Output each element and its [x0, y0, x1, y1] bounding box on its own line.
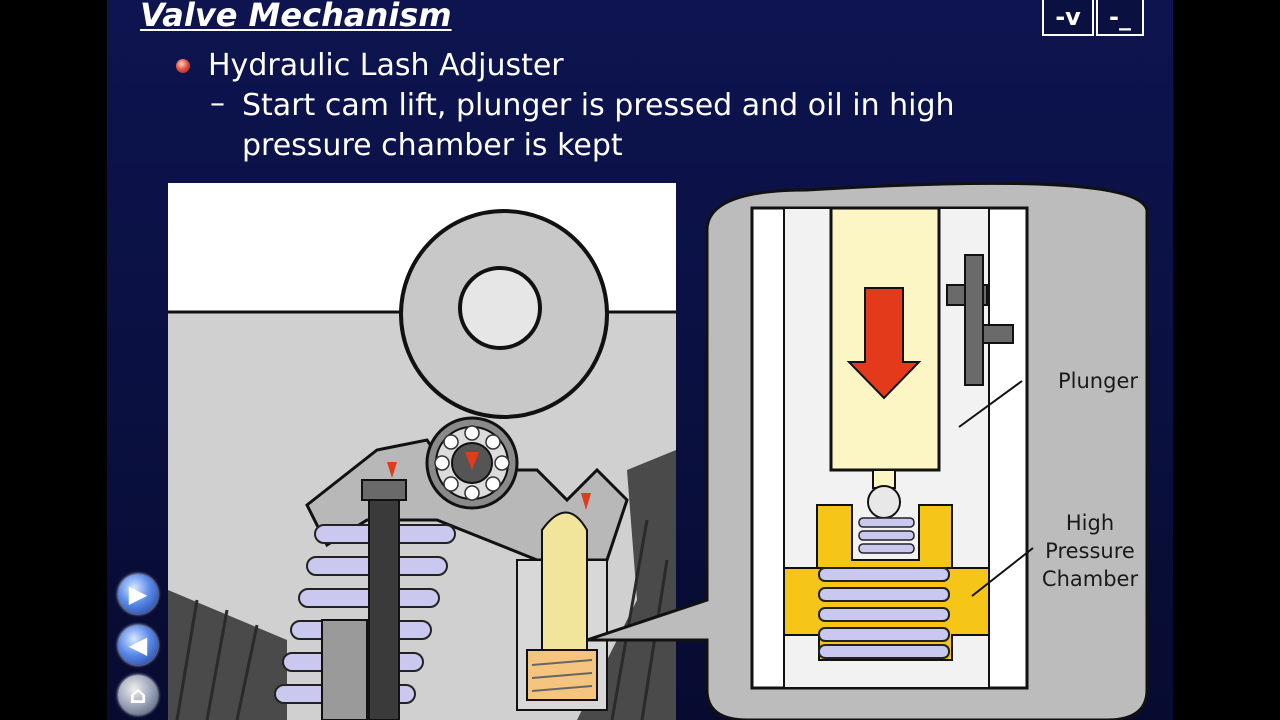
cam-lobe — [399, 209, 609, 419]
sub-bullet-text: Start cam lift, plunger is pressed and o… — [242, 88, 955, 163]
previous-slide-button[interactable]: ◀ — [118, 625, 158, 665]
lash-adjuster-zoom — [750, 206, 1034, 690]
bullet-icon — [176, 59, 190, 73]
lash-adjuster-small — [516, 493, 608, 711]
home-button[interactable]: ⌂ — [118, 675, 158, 715]
home-icon: ⌂ — [129, 681, 147, 709]
valve-spring — [274, 462, 456, 720]
sub-bullet-dash: – — [210, 86, 225, 121]
minimize-v-button[interactable]: -v — [1042, 0, 1094, 36]
bullet-text: Hydraulic Lash Adjuster — [208, 48, 564, 83]
minimize-line-button[interactable]: -_ — [1096, 0, 1144, 36]
arrow-left-icon: ◀ — [128, 631, 148, 659]
plunger-leader — [958, 380, 1023, 428]
next-slide-button[interactable]: ▶ — [118, 574, 158, 614]
slide: Valve Mechanism -v -_ Hydraulic Lash Adj… — [107, 0, 1173, 720]
arrow-right-icon: ▶ — [128, 580, 148, 608]
plunger-label: Plunger — [1058, 369, 1139, 393]
high-pressure-chamber-label: High Pressure Chamber — [1041, 511, 1139, 591]
slide-title: Valve Mechanism — [140, 0, 452, 34]
hpc-leader — [971, 547, 1034, 597]
lash-adjuster-diagram — [168, 181, 1149, 720]
